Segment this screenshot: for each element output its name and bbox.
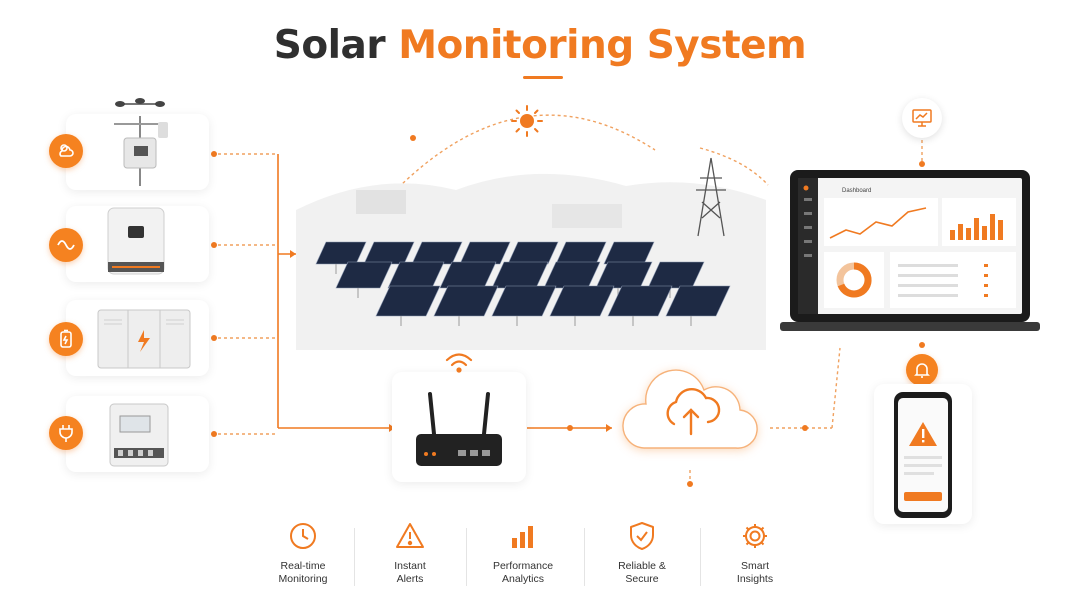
divider — [466, 528, 467, 586]
device-card-energy-meter[interactable] — [66, 396, 209, 472]
monitor-icon — [902, 98, 942, 138]
dashboard-title: Dashboard — [842, 188, 871, 194]
phone-card[interactable] — [874, 384, 972, 524]
cloud-upload-icon — [610, 358, 770, 470]
cloud-sun-icon — [49, 134, 83, 168]
device-card-inverter[interactable] — [66, 206, 209, 282]
divider — [700, 528, 701, 586]
wifi-icon — [444, 350, 474, 376]
sun-icon — [510, 104, 544, 138]
feature-realtime-monitoring: Real-time Monitoring — [251, 520, 355, 586]
divider — [584, 528, 585, 586]
plug-icon — [49, 416, 83, 450]
battery-cabinet-illustration — [96, 306, 192, 372]
feature-label: Performance Analytics — [471, 560, 575, 586]
energy-meter-illustration — [106, 402, 172, 470]
feature-reliable-secure: Reliable & Secure — [590, 520, 694, 586]
feature-label: Smart Insights — [703, 560, 807, 586]
feature-label: Instant Alerts — [358, 560, 462, 586]
phone-alert-illustration — [874, 384, 972, 524]
solar-farm-illustration — [296, 150, 766, 350]
feature-label: Reliable & Secure — [590, 560, 694, 586]
divider — [354, 528, 355, 586]
weather-station-illustration — [108, 96, 172, 188]
router-illustration — [392, 372, 526, 482]
shield-check-icon — [626, 520, 658, 552]
battery-icon — [49, 322, 83, 356]
laptop-dashboard: Dashboard — [780, 168, 1040, 343]
device-card-battery-storage[interactable] — [66, 300, 209, 376]
bell-icon — [906, 354, 938, 386]
bar-chart-icon — [507, 520, 539, 552]
device-card-weather-station[interactable] — [66, 114, 209, 190]
inverter-illustration — [104, 206, 168, 280]
feature-performance-analytics: Performance Analytics — [471, 520, 575, 586]
warning-icon — [394, 520, 426, 552]
sine-wave-icon — [49, 228, 83, 262]
router-card[interactable] — [392, 372, 526, 482]
feature-smart-insights: Smart Insights — [703, 520, 807, 586]
clock-icon — [287, 520, 319, 552]
feature-label: Real-time Monitoring — [251, 560, 355, 586]
gear-icon — [739, 520, 771, 552]
feature-instant-alerts: Instant Alerts — [358, 520, 462, 586]
